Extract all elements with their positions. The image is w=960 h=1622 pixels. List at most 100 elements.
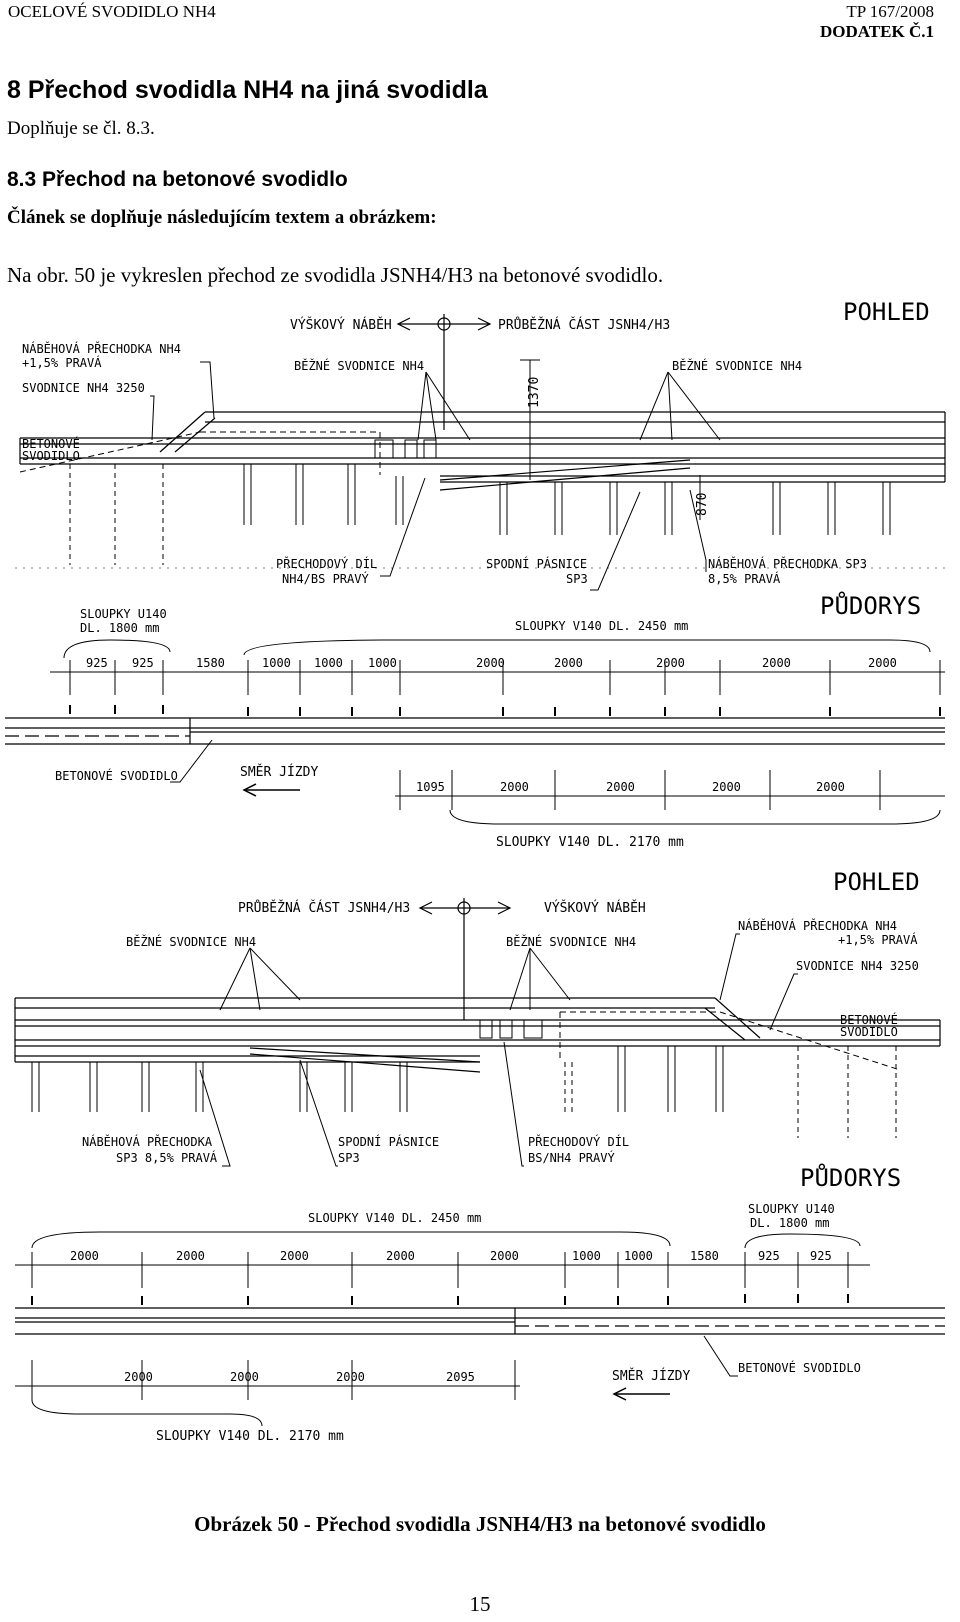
leader-betonove (703, 1335, 738, 1377)
leader-lines (150, 359, 721, 520)
body-paragraph: Na obr. 50 je vykreslen přechod ze svodi… (7, 263, 664, 287)
dim-value: 2000 (868, 656, 897, 670)
dim-value: 2000 (336, 1370, 365, 1384)
label-nabehova-nh4-2: +1,5% PRAVÁ (22, 355, 102, 370)
view-title: POHLED (833, 868, 920, 896)
label-sloupky-2450: SLOUPKY V140 DL. 2450 mm (515, 619, 688, 633)
dim-value: 2000 (712, 780, 741, 794)
dim-value: 2000 (762, 656, 791, 670)
label-betonove-2: SVODIDLO (22, 449, 80, 463)
dim-value: 2000 (176, 1249, 205, 1263)
dim-value: 1095 (416, 780, 445, 794)
dim-value: 2000 (386, 1249, 415, 1263)
brace-v140-2170 (31, 1399, 263, 1427)
dim-value: 2000 (124, 1370, 153, 1384)
brace-v140-2450 (243, 639, 931, 656)
brace-v140-2170 (449, 809, 941, 825)
dimension-line-bottom (15, 1360, 520, 1400)
guardrail-beams (14, 997, 941, 1073)
label-nabehova-nh4: NÁBĚHOVÁ PŘECHODKA NH4 (738, 918, 897, 933)
dim-870: 870 (695, 493, 710, 516)
direction-arrow (242, 783, 300, 797)
dim-value: 1000 (624, 1249, 653, 1263)
dimension-values-top: 925 925 1580 1000 1000 1000 2000 2000 20… (86, 656, 897, 670)
plan-post-marks (31, 1294, 849, 1305)
label-sloupky-u140: SLOUPKY U140 (80, 607, 167, 621)
dimension-line-bottom (395, 770, 945, 810)
top-drawing: POHLED VÝŠKOVÝ NÁBĚH PRŮBĚŽNÁ ČÁST JSNH4… (5, 300, 950, 850)
figure-caption: Obrázek 50 - Přechod svodidla JSNH4/H3 n… (194, 1512, 766, 1536)
brace-u140 (63, 639, 171, 659)
subsection-note: Článek se doplňuje následujícím textem a… (7, 207, 437, 228)
dim-value: 925 (758, 1249, 780, 1263)
label-bezne-svodnice-2: BĚŽNÉ SVODNICE NH4 (506, 934, 636, 949)
label-svodnice-3250: SVODNICE NH4 3250 (22, 381, 145, 395)
concrete-barrier-outline (559, 1011, 901, 1071)
label-spodni-pasnice-2: SP3 (566, 572, 588, 586)
dim-value: 2000 (554, 656, 583, 670)
dimension-values-top: 2000 2000 2000 2000 2000 1000 1000 1580 … (70, 1249, 832, 1263)
label-svodnice-3250: SVODNICE NH4 3250 (796, 959, 919, 973)
label-nabehova-nh4-2: +1,5% PRAVÁ (838, 932, 918, 947)
section-note: Doplňuje se čl. 8.3. (7, 118, 155, 139)
running-header-right: TP 167/2008 DODATEK Č.1 (820, 2, 934, 42)
label-vyskovy-nabeh: VÝŠKOVÝ NÁBĚH (544, 900, 646, 916)
label-nabehova-sp3: NÁBĚHOVÁ PŘECHODKA SP3 (708, 556, 867, 571)
label-vyskovy-nabeh: VÝŠKOVÝ NÁBĚH (290, 317, 392, 333)
technical-drawing-figure: POHLED VÝŠKOVÝ NÁBĚH PRŮBĚŽNÁ ČÁST JSNH4… (5, 300, 950, 1444)
label-bezne-svodnice-1: BĚŽNÉ SVODNICE NH4 (126, 934, 256, 949)
label-sloupky-2450: SLOUPKY V140 DL. 2450 mm (308, 1211, 481, 1225)
label-nabehova-sp3-2: 8,5% PRAVÁ (708, 571, 781, 586)
section-title: 8 Přechod svodidla NH4 na jiná svodidla (7, 76, 488, 104)
label-spodni-pasnice: SPODNÍ PÁSNICE (338, 1134, 439, 1149)
leader-lines-lower (380, 477, 707, 591)
label-prechodovy-dil: PŘECHODOVÝ DÍL (276, 556, 377, 571)
dim-value: 2000 (816, 780, 845, 794)
dim-value: 1000 (314, 656, 343, 670)
dim-value: 925 (132, 656, 154, 670)
dimension-line-top (15, 1252, 870, 1288)
plan-strips (5, 717, 945, 745)
dim-value: 1000 (262, 656, 291, 670)
plan-strips (15, 1307, 945, 1335)
label-betonove-svodidlo: BETONOVÉ SVODIDLO (55, 768, 178, 783)
label-prechodovy-dil-2: BS/NH4 PRAVÝ (528, 1150, 615, 1165)
label-nabehova-sp3: NÁBĚHOVÁ PŘECHODKA (82, 1134, 213, 1149)
dim-value: 2000 (606, 780, 635, 794)
plan-title: PŮDORYS (820, 590, 921, 620)
document-code: TP 167/2008 (846, 2, 934, 21)
dim-value: 2000 (476, 656, 505, 670)
running-header-left: OCELOVÉ SVODIDLO NH4 (8, 2, 216, 21)
plan-post-marks (69, 705, 941, 716)
dim-value: 2095 (446, 1370, 475, 1384)
posts (69, 464, 891, 565)
view-title: POHLED (843, 300, 930, 326)
connector-blocks (479, 1019, 543, 1039)
label-nabehova-nh4: NÁBĚHOVÁ PŘECHODKA NH4 (22, 341, 181, 356)
dim-value: 925 (86, 656, 108, 670)
label-sloupky-u140-2: DL. 1800 mm (750, 1216, 829, 1230)
concrete-barrier-outline (19, 431, 381, 475)
dim-value: 925 (810, 1249, 832, 1263)
label-smer-jizdy: SMĚR JÍZDY (240, 764, 318, 780)
label-sloupky-2170: SLOUPKY V140 DL. 2170 mm (496, 835, 684, 850)
dim-value: 2000 (230, 1370, 259, 1384)
label-smer-jizdy: SMĚR JÍZDY (612, 1368, 690, 1384)
brace-u140 (744, 1233, 861, 1249)
posts (31, 1046, 897, 1138)
bottom-drawing: POHLED PRŮBĚŽNÁ ČÁST JSNH4/H3 VÝŠKOVÝ NÁ… (14, 868, 945, 1444)
dim-1370: 1370 (527, 377, 542, 408)
label-prechodovy-dil: PŘECHODOVÝ DÍL (528, 1134, 629, 1149)
label-sloupky-u140-2: DL. 1800 mm (80, 621, 159, 635)
annotation-arrows (418, 898, 512, 1020)
dim-value: 1000 (368, 656, 397, 670)
label-bezne-svodnice-1: BĚŽNÉ SVODNICE NH4 (294, 358, 424, 373)
dimension-line-top (50, 660, 945, 695)
page-number: 15 (469, 1592, 491, 1616)
amendment-label: DODATEK Č.1 (820, 22, 934, 41)
dim-value: 2000 (500, 780, 529, 794)
dim-value: 2000 (280, 1249, 309, 1263)
dimension-values-bottom: 1095 2000 2000 2000 2000 (416, 780, 845, 794)
label-bezne-svodnice-2: BĚŽNÉ SVODNICE NH4 (672, 358, 802, 373)
dim-value: 1580 (196, 656, 225, 670)
